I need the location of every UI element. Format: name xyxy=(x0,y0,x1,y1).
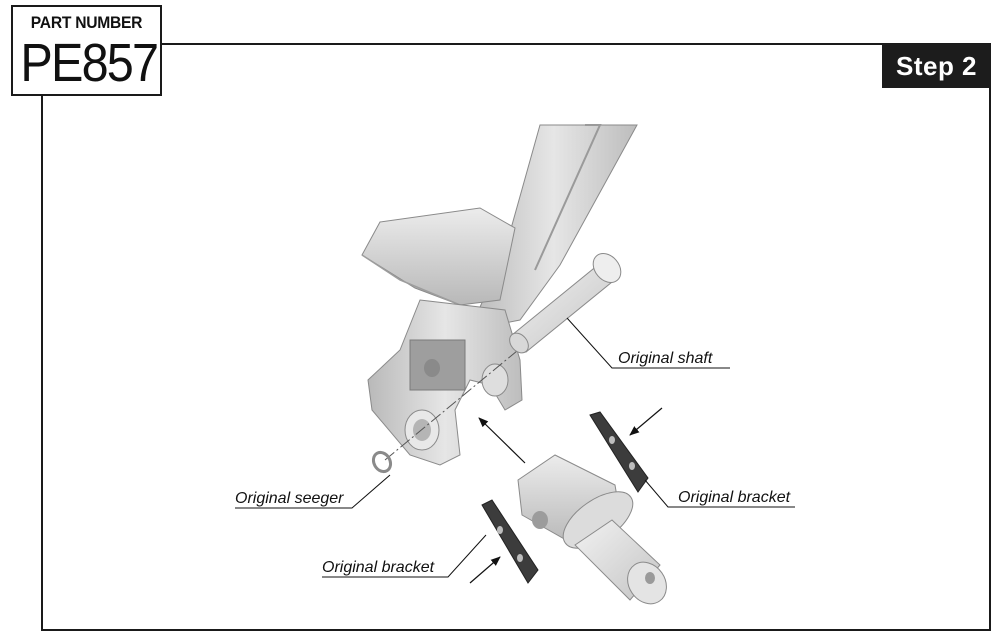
leader-seeger xyxy=(235,474,391,509)
part-number-value: PE857 xyxy=(20,33,159,93)
label-original-bracket-right: Original bracket xyxy=(678,489,791,506)
label-original-seeger: Original seeger xyxy=(235,490,344,507)
leader-shaft xyxy=(566,317,730,369)
bracket-right-arrow xyxy=(629,407,663,436)
leader-bracket-right xyxy=(644,479,795,508)
bracket-left xyxy=(481,499,539,584)
original-shaft xyxy=(509,253,622,354)
step-badge: Step 2 xyxy=(882,44,991,88)
bracket-right xyxy=(589,411,649,493)
replacement-part xyxy=(517,454,667,605)
part-number-box: PART NUMBER PE857 xyxy=(11,5,162,96)
insert-arrow xyxy=(478,417,526,464)
part-number-label: PART NUMBER xyxy=(30,13,143,32)
label-original-shaft: Original shaft xyxy=(618,350,713,367)
leader-bracket-left xyxy=(322,534,487,578)
bracket-left-arrow xyxy=(469,556,501,584)
lever-arm xyxy=(361,124,638,466)
label-original-bracket-left: Original bracket xyxy=(322,559,435,576)
original-seeger xyxy=(371,450,393,474)
